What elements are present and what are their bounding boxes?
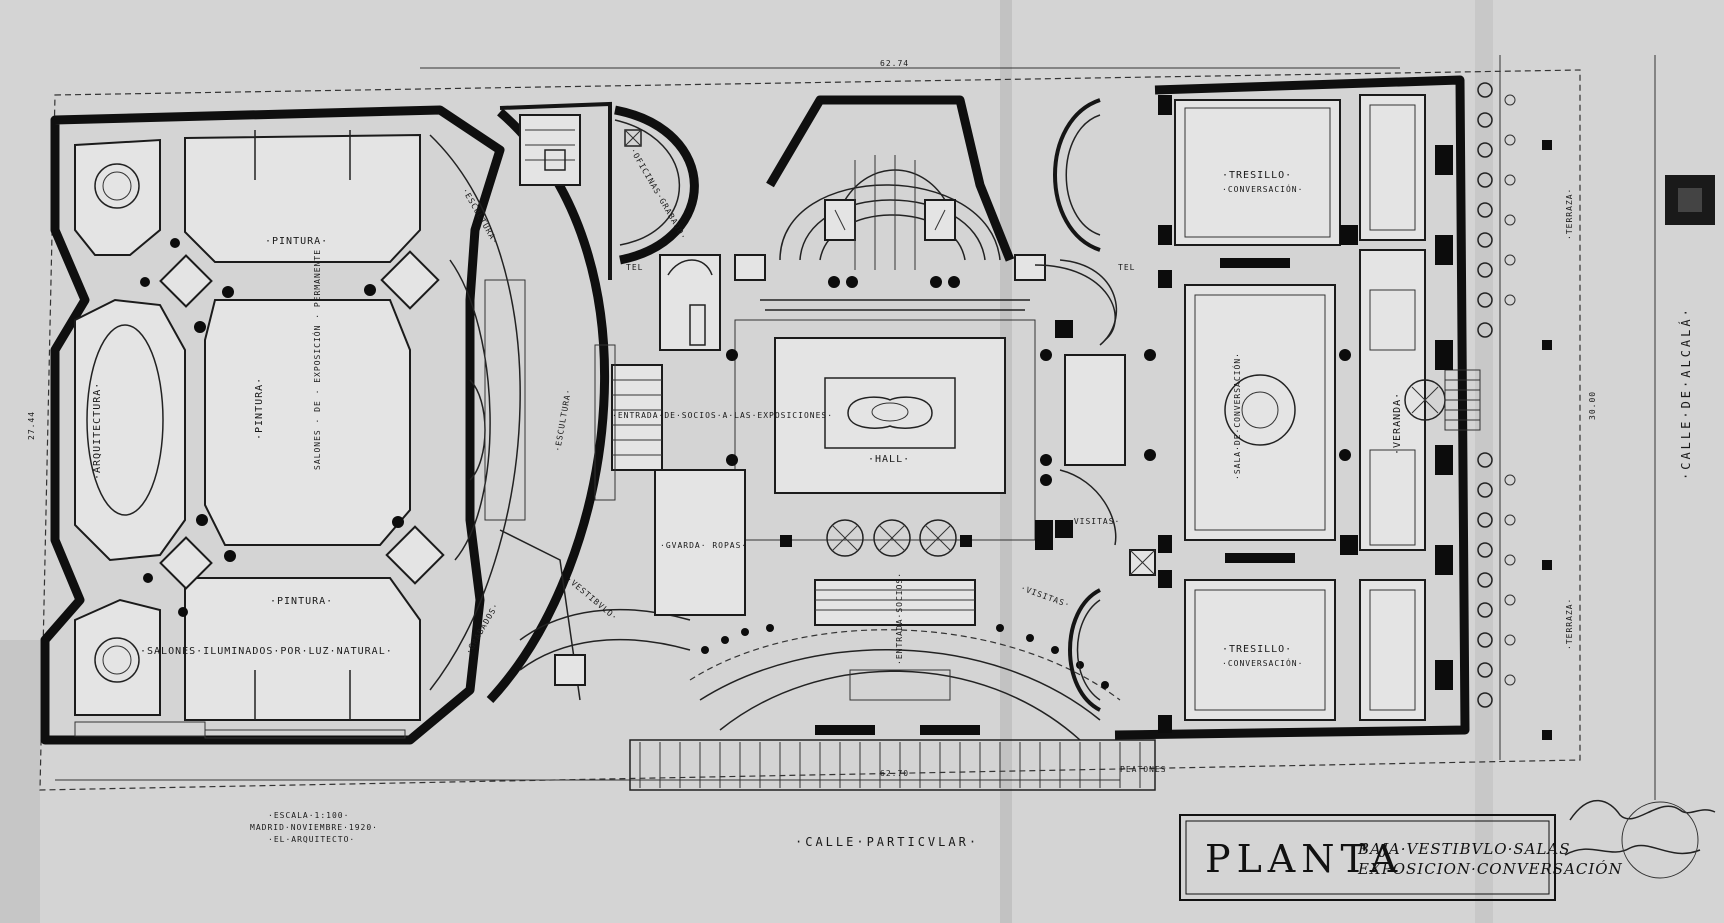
label-conversacion-bot: ·CONVERSACIÓN· bbox=[1222, 657, 1303, 668]
label-conversacion-top: ·CONVERSACIÓN· bbox=[1222, 183, 1303, 194]
label-pintura-bot: ·PINTURA· bbox=[270, 596, 333, 607]
left-wing bbox=[40, 105, 505, 745]
label-tresillo-top: ·TRESILLO· bbox=[1222, 170, 1292, 181]
label-terraza-1: ·TERRAZA· bbox=[1565, 188, 1574, 240]
label-tel-1: TEL bbox=[626, 263, 643, 272]
torn-edge bbox=[0, 640, 40, 923]
grand-staircase bbox=[734, 95, 1046, 311]
seal bbox=[1621, 801, 1699, 879]
signature bbox=[1569, 799, 1716, 821]
label-sala-conversacion: ·SALA·DE·CONVERSACIÓN· bbox=[1231, 352, 1242, 480]
railing-bars bbox=[639, 742, 1141, 788]
label-guarda-ropas: ·GVARDA· ROPAS· bbox=[660, 541, 747, 550]
fold-line bbox=[1475, 0, 1493, 923]
label-veranda: ·VERANDA· bbox=[1392, 392, 1403, 455]
entrance-forecourt bbox=[629, 579, 1156, 791]
title-main: PLANTA bbox=[1205, 837, 1403, 881]
label-arquitecto: ·EL·ARQUITECTO· bbox=[268, 835, 355, 844]
label-tel-2: TEL bbox=[1118, 263, 1135, 272]
tree-row bbox=[1477, 82, 1552, 740]
label-salones-exposicion: SALONES · DE · EXPOSICIÓN · PERMANENTE bbox=[311, 249, 322, 470]
sculpture-gallery bbox=[429, 101, 691, 704]
label-entrada-socios: ·ENTRADA·DE·SOCIOS·A·LAS·EXPOSICIONES· bbox=[612, 411, 833, 420]
label-calle-particular: ·CALLE·PARTICVLAR· bbox=[795, 835, 979, 849]
title-line-1: BAJA·VESTIBVLO·SALAS bbox=[1357, 840, 1571, 858]
label-visitas-1: ·VISITAS· bbox=[1068, 517, 1120, 526]
title-block-frame bbox=[1179, 814, 1556, 901]
dim-left: 27.44 bbox=[27, 411, 36, 440]
offices bbox=[614, 105, 699, 265]
label-terraza-2: ·TERRAZA· bbox=[1565, 598, 1574, 650]
label-tresillo-bot: ·TRESILLO· bbox=[1222, 644, 1292, 655]
dim-bottom: 62.70 bbox=[880, 769, 909, 778]
visitor-area bbox=[1055, 259, 1156, 576]
label-entrada-socios-bottom: ·ENTRADA·SOCIOS· bbox=[895, 572, 904, 665]
dim-top: 62.74 bbox=[880, 59, 909, 68]
label-pintura-mid: ·PINTURA· bbox=[254, 377, 265, 440]
label-pintura-top: ·PINTURA· bbox=[265, 236, 328, 247]
member-entrance bbox=[594, 254, 746, 616]
label-salones-iluminados: ·SALONES·ILUMINADOS·POR·LUZ·NATURAL· bbox=[140, 646, 393, 657]
dim-right: 30.00 bbox=[1588, 391, 1597, 420]
label-peatones: PEATONES bbox=[1120, 765, 1167, 774]
title-block-inner bbox=[1185, 820, 1550, 895]
stamp-inner bbox=[1678, 188, 1702, 212]
label-hall: ·HALL· bbox=[868, 454, 910, 465]
site-boundary bbox=[39, 69, 1581, 791]
signature bbox=[1564, 844, 1701, 856]
label-arquitectura: ·ARQUITECTURA· bbox=[92, 382, 103, 480]
title-line-2: EXPOSICION·CONVERSACIÓN bbox=[1357, 860, 1623, 878]
label-fecha: MADRID·NOVIEMBRE·1920· bbox=[250, 823, 378, 832]
label-calle-alcala: ·CALLE·DE·ALCALÁ· bbox=[1678, 306, 1693, 480]
label-escala: ·ESCALA·1:100· bbox=[268, 811, 349, 820]
